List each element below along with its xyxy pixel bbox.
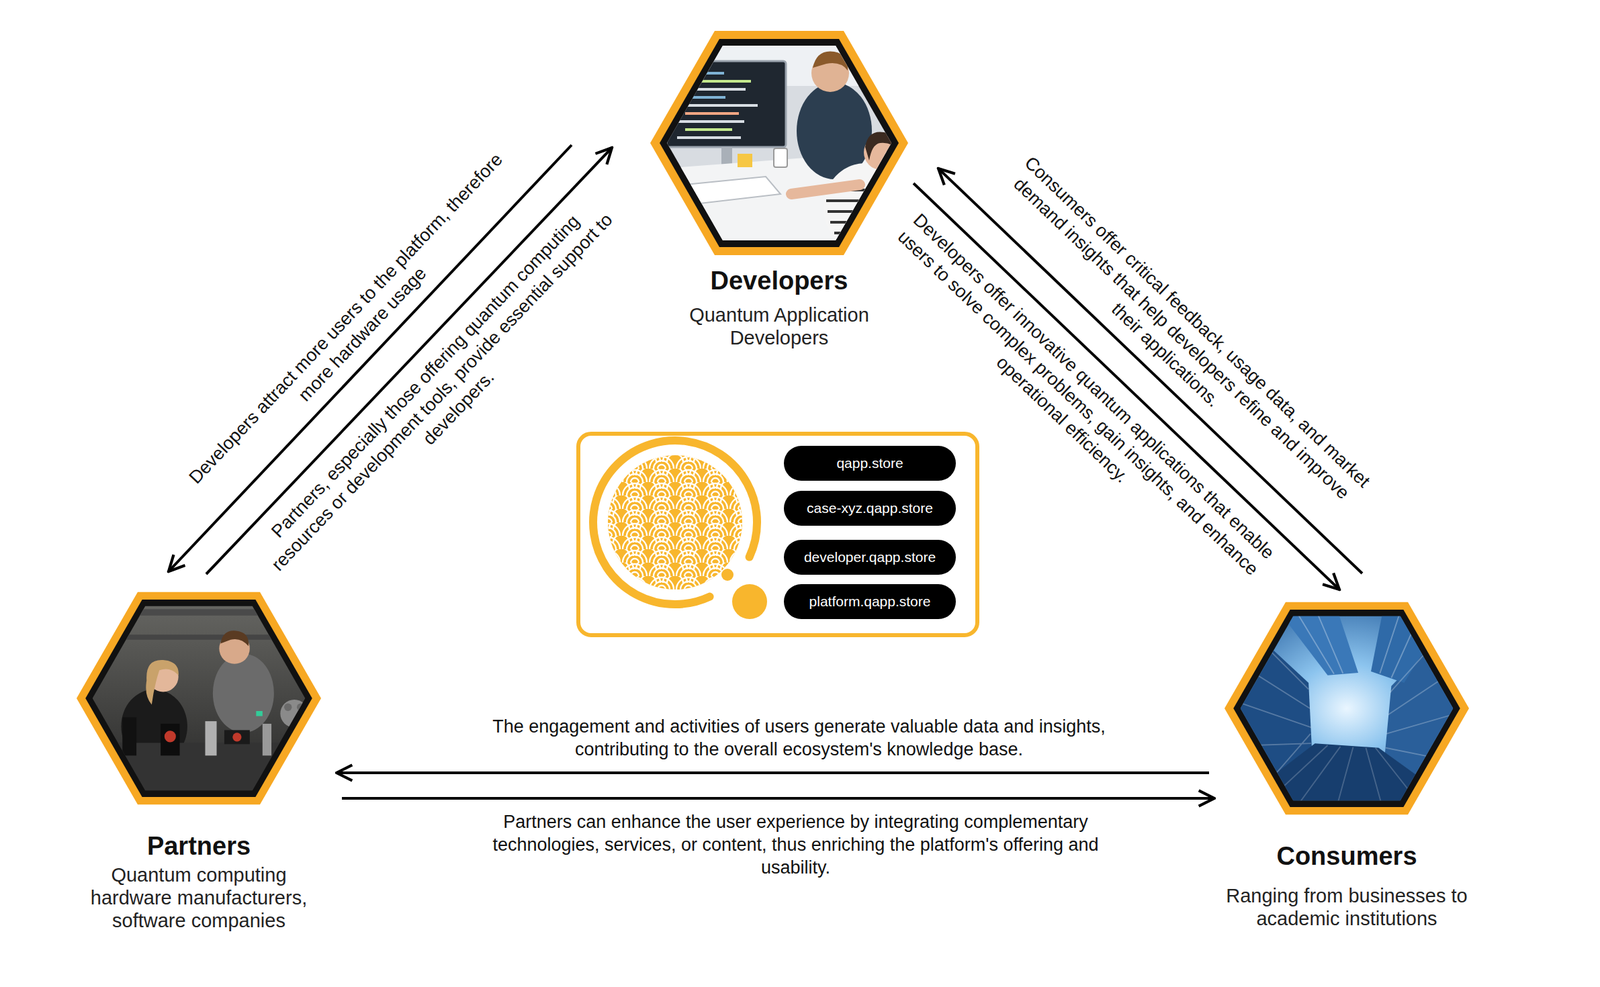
partners-photo: [255, 711, 262, 717]
logo-panel: qapp.store case-xyz.qapp.store developer.q…: [576, 431, 980, 638]
developers-photo: [666, 61, 786, 148]
consumers-photo: [1370, 600, 1455, 684]
partners-photo: [103, 730, 110, 736]
consumers-photo: [1219, 743, 1474, 817]
developers-photo: [677, 71, 725, 75]
partners-photo: [160, 724, 180, 756]
partners-photo: [71, 590, 326, 807]
developers-photo: [812, 51, 848, 72]
domain-label: case-xyz.qapp.store: [806, 500, 933, 517]
role-heading: Partners: [147, 831, 251, 863]
domain-pill: qapp.store: [783, 446, 956, 481]
developers-photo: [773, 148, 788, 168]
consumers-photo: [1289, 600, 1427, 679]
edge-label: The engagement and activities of users g…: [476, 715, 1122, 762]
developers-photo: [685, 176, 781, 204]
partners-photo: [90, 615, 110, 635]
domain-pill: case-xyz.qapp.store: [783, 491, 956, 526]
developers-photo: [737, 153, 753, 168]
partners-photo: [204, 721, 217, 756]
domain-pill: developer.qapp.store: [783, 540, 956, 575]
developers-photo: [677, 136, 741, 140]
consumers-photo: [1251, 745, 1430, 817]
partners-photo: [275, 617, 301, 635]
developers-photo: [644, 28, 914, 258]
connector-arrow: [206, 147, 612, 575]
developers-photo: [791, 184, 860, 195]
qapp-logo: [732, 584, 768, 620]
hexagon-area: [76, 591, 322, 807]
partners-photo: [71, 590, 326, 807]
connector-arrow: [336, 771, 1210, 775]
connectors: [168, 145, 1363, 799]
consumers-hexagon: [1219, 600, 1474, 817]
qapp-logo: [721, 568, 734, 582]
partners-photo: [284, 703, 292, 712]
developers-photo: [721, 147, 733, 165]
role-description: Quantum computing hardware manufacturers…: [77, 863, 320, 933]
partners-photo: [296, 703, 305, 712]
consumers-photo: [1385, 613, 1475, 767]
role-heading: Developers: [710, 265, 849, 297]
partners-photo: [164, 730, 176, 743]
domain-label: qapp.store: [836, 455, 903, 472]
partners-photo: [262, 724, 272, 756]
qapp-logo: [607, 455, 743, 590]
consumers-photo: [1219, 600, 1474, 817]
partners-photo: [145, 660, 179, 705]
developers-photo: [644, 28, 914, 258]
partners-photo: [280, 699, 309, 729]
developers-photo: [677, 104, 758, 107]
developers-photo: [685, 87, 746, 91]
partners-photo: [220, 630, 249, 647]
developers-photo: [865, 131, 899, 161]
partners-photo: [232, 732, 242, 742]
partners-photo: [71, 609, 326, 616]
developers-hexagon: [644, 28, 914, 258]
role-description: Ranging from businesses to academic inst…: [1225, 884, 1468, 931]
role-hexagon-node: PartnersQuantum computing hardware manuf…: [64, 591, 334, 933]
qapp-logo: [593, 440, 768, 620]
developers-photo: [677, 120, 745, 123]
domain-pill: platform.qapp.store: [783, 584, 956, 620]
developers-photo: [685, 96, 726, 99]
consumers-photo: [1219, 600, 1474, 817]
developers-photo: [685, 112, 739, 115]
edge-label: Partners can enhance the user experience…: [472, 810, 1118, 880]
partners-photo: [71, 634, 326, 641]
qapp-logo: [593, 440, 758, 605]
domain-label: platform.qapp.store: [809, 593, 931, 610]
partners-hexagon: [71, 590, 326, 807]
qapp-logo: [607, 455, 743, 590]
partners-photo: [212, 654, 275, 734]
consumers-photo: [1219, 613, 1312, 817]
developers-photo: [685, 128, 733, 131]
developers-photo: [677, 79, 751, 83]
hexagon-area: [650, 30, 909, 256]
role-description: Quantum Application Developers: [668, 303, 891, 350]
partners-photo: [224, 730, 250, 745]
role-hexagon-node: DevelopersQuantum Application Developers: [624, 30, 934, 350]
role-hexagon-node: ConsumersRanging from businesses to acad…: [1212, 601, 1482, 931]
role-heading: Consumers: [1276, 841, 1417, 873]
partners-photo: [71, 742, 326, 807]
partners-photo: [122, 717, 137, 756]
connector-arrow: [341, 797, 1215, 800]
domain-label: developer.qapp.store: [804, 549, 936, 566]
hexagon-area: [1224, 601, 1470, 817]
developers-photo: [826, 190, 907, 234]
